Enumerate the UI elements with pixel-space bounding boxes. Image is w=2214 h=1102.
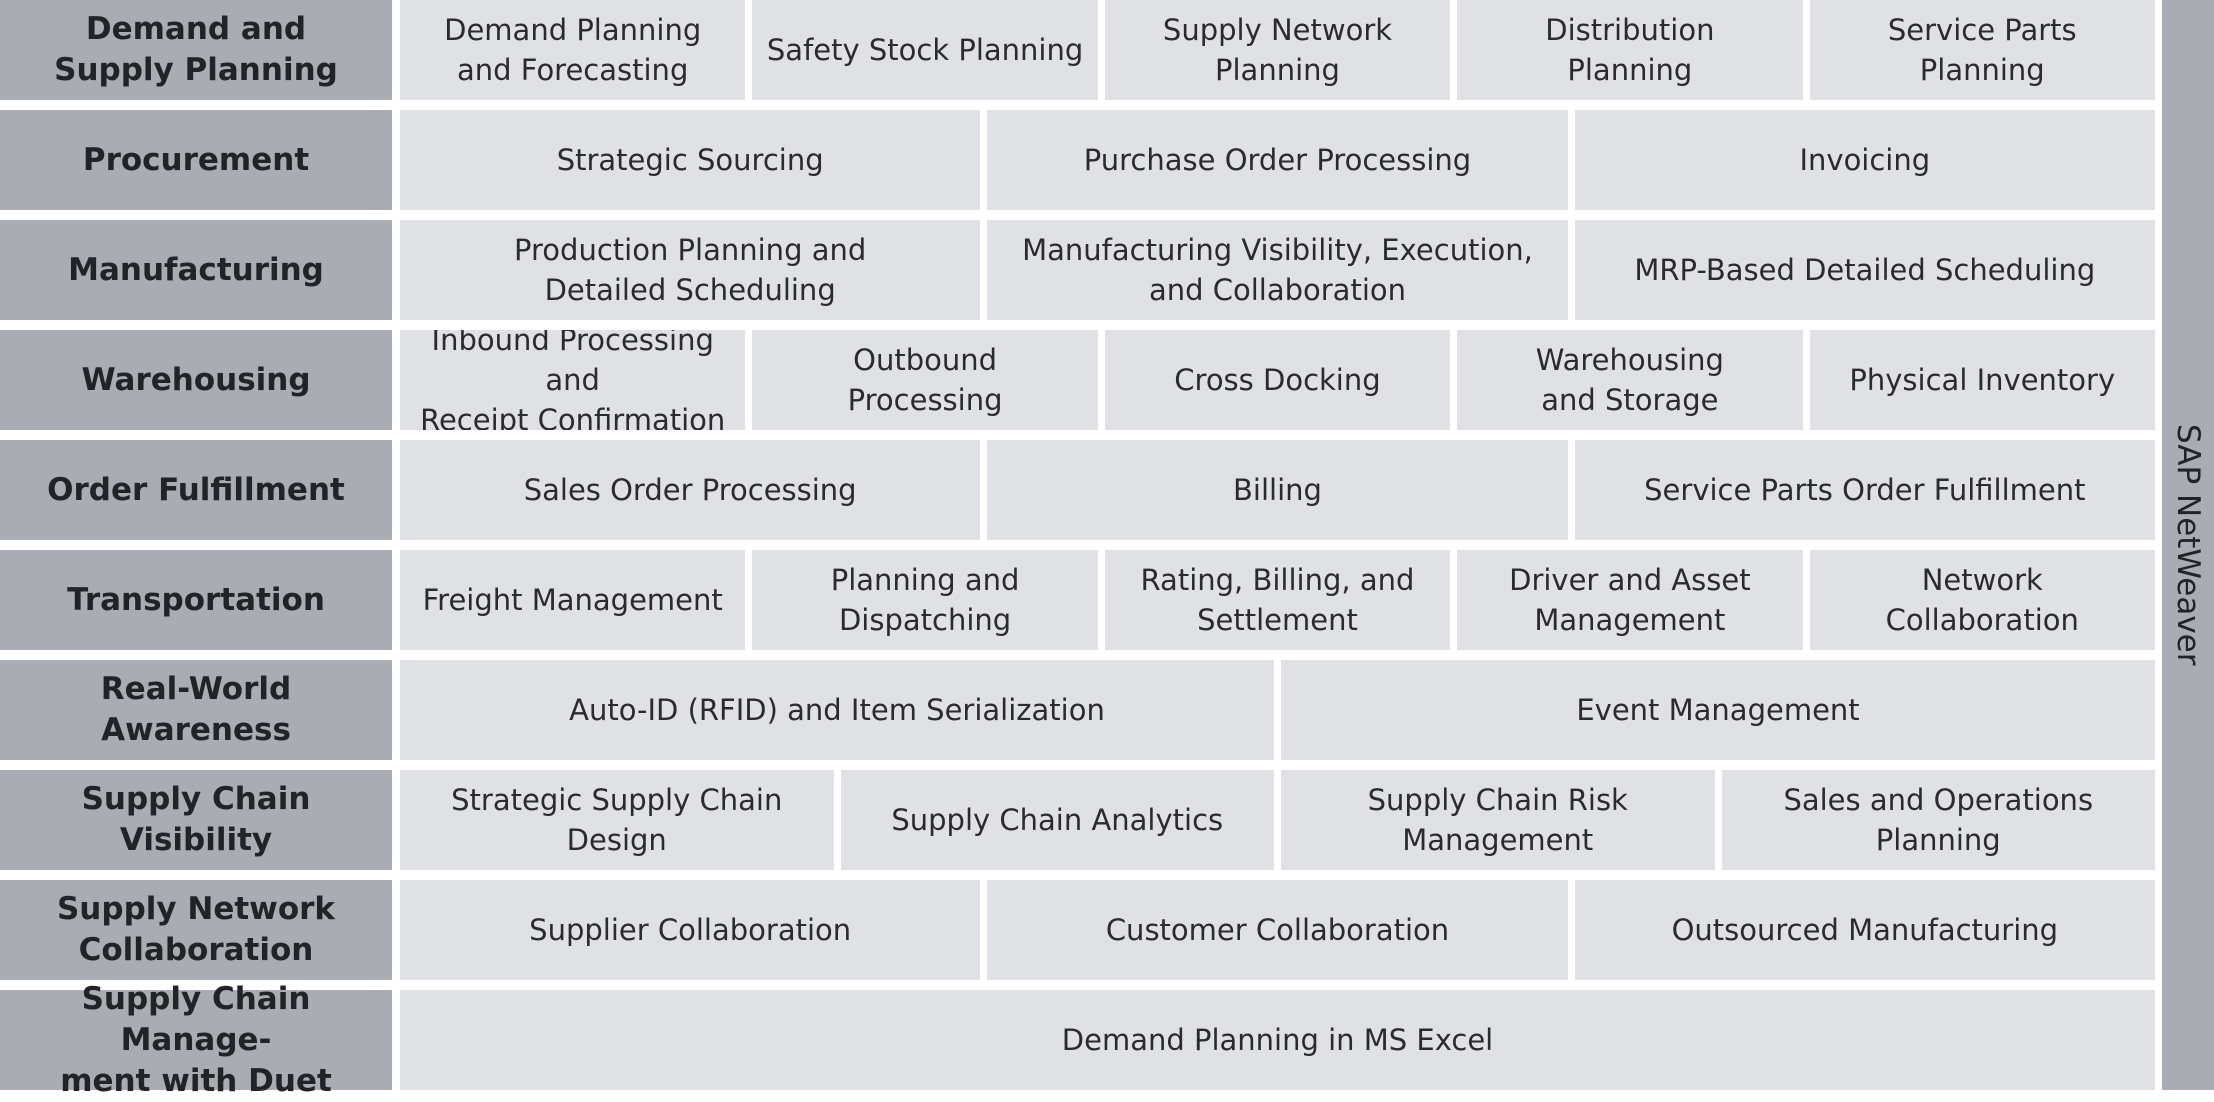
solution-cell: Warehousing and Storage — [1457, 330, 1803, 430]
solution-cell: Production Planning and Detailed Schedul… — [400, 220, 981, 320]
solution-cell: Strategic Supply Chain Design — [400, 770, 834, 870]
solution-cell: Demand Planning and Forecasting — [400, 0, 746, 100]
solution-cell: Supplier Collaboration — [400, 880, 981, 980]
solution-cell: Freight Management — [400, 550, 746, 650]
row-cells: Inbound Processing and Receipt Confirmat… — [400, 330, 2155, 430]
solution-cell: Service Parts Planning — [1809, 0, 2155, 100]
solution-cell: Network Collaboration — [1809, 550, 2155, 650]
row-label: Supply Network Collaboration — [0, 880, 392, 980]
row-label: Transportation — [0, 550, 392, 650]
row-cells: Demand Planning in MS Excel — [400, 990, 2155, 1090]
platform-sidebar: SAP NetWeaver — [2162, 0, 2214, 1090]
solution-cell: Sales and Operations Planning — [1721, 770, 2155, 870]
solution-cell: Supply Chain Analytics — [840, 770, 1274, 870]
solution-cell: Physical Inventory — [1809, 330, 2155, 430]
solution-cell: Driver and Asset Management — [1457, 550, 1803, 650]
solution-cell: Inbound Processing and Receipt Confirmat… — [400, 330, 746, 430]
solution-cell: Manufacturing Visibility, Execution, and… — [987, 220, 1568, 320]
row-label: Demand and Supply Planning — [0, 0, 392, 100]
solution-cell: Rating, Billing, and Settlement — [1104, 550, 1451, 650]
solution-cell: Supply Network Planning — [1104, 0, 1451, 100]
row-label: Supply Chain Manage- ment with Duet — [0, 981, 392, 1099]
solution-cell: Billing — [987, 440, 1568, 540]
row-label: Procurement — [0, 110, 392, 210]
solution-cell: Customer Collaboration — [987, 880, 1568, 980]
solution-cell: Demand Planning in MS Excel — [400, 990, 2155, 1090]
solution-cell: Invoicing — [1574, 110, 2155, 210]
solution-cell: Purchase Order Processing — [987, 110, 1568, 210]
solution-cell: Strategic Sourcing — [400, 110, 981, 210]
solution-cell: Service Parts Order Fulfillment — [1574, 440, 2155, 540]
solution-cell: Event Management — [1281, 660, 2155, 760]
solution-cell: Outsourced Manufacturing — [1574, 880, 2155, 980]
solution-cell: Safety Stock Planning — [752, 0, 1098, 100]
solution-cell: Distribution Planning — [1457, 0, 1803, 100]
solution-cell: MRP-Based Detailed Scheduling — [1574, 220, 2155, 320]
solution-cell: Planning and Dispatching — [752, 550, 1098, 650]
row-label: Warehousing — [0, 330, 392, 430]
solution-cell: Cross Docking — [1104, 330, 1451, 430]
solution-cell: Supply Chain Risk Management — [1281, 770, 1715, 870]
solution-cell: Sales Order Processing — [400, 440, 981, 540]
row-label: Manufacturing — [0, 220, 392, 320]
solution-cell: Auto-ID (RFID) and Item Serialization — [400, 660, 1274, 760]
row-label: Real-World Awareness — [0, 660, 392, 760]
row-cells: Production Planning and Detailed Schedul… — [400, 220, 2155, 320]
solution-cell: Outbound Processing — [752, 330, 1098, 430]
row-label: Supply Chain Visibility — [0, 770, 392, 870]
row-label: Order Fulfillment — [0, 440, 392, 540]
platform-label: SAP NetWeaver — [2170, 424, 2206, 666]
